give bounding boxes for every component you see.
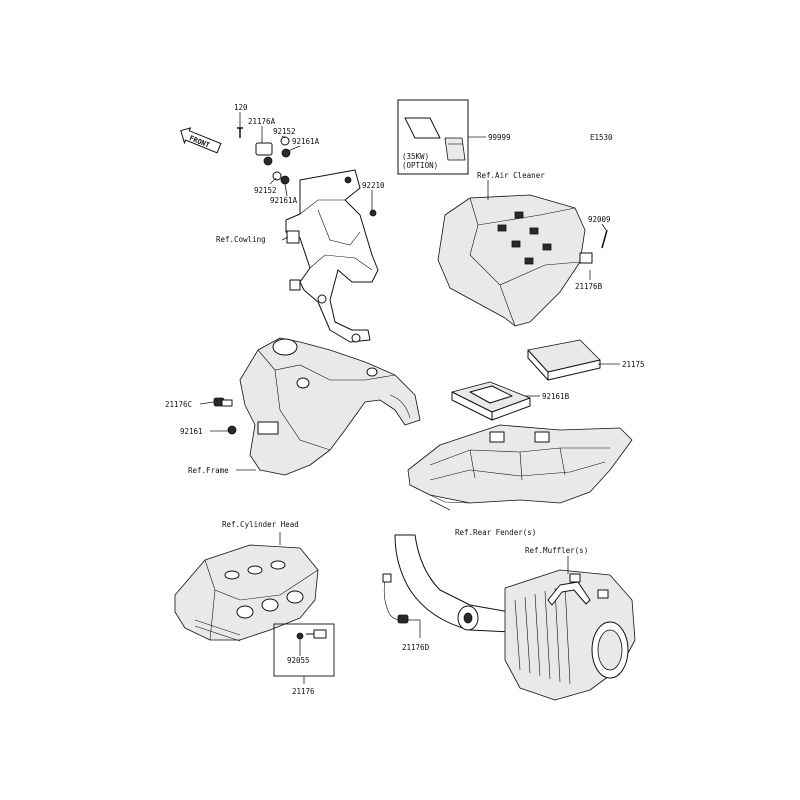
label-ref-cowling: Ref.Cowling [216,235,266,244]
grommet-92152-upper [280,136,290,146]
label-92210: 92210 [362,181,385,190]
sensor-21176C [213,397,233,407]
bolt-120 [237,127,243,138]
sensor-21176A [255,142,273,166]
clip-92210 [369,209,377,217]
label-92009: 92009 [588,215,611,224]
grommet-92152-lower [272,171,282,181]
label-92161: 92161 [180,427,203,436]
label-21176D: 21176D [402,643,430,652]
parts-box-21176 [273,623,335,677]
cowling-bracket [285,169,379,343]
diagram-code: E1530 [590,133,613,142]
label-92152-lower: 92152 [254,186,277,195]
label-92152-upper: 92152 [273,127,296,136]
exhaust-pipe [394,534,513,633]
o2-sensor-21176D [382,573,409,624]
label-21176: 21176 [292,687,315,696]
label-92055: 92055 [287,656,310,665]
air-cleaner-ref [437,194,593,327]
collar-92161A-lower [280,175,290,185]
label-21176B: 21176B [575,282,603,291]
label-ref-cylinder-head: Ref.Cylinder Head [222,520,299,529]
label-92161A-lower: 92161A [270,196,298,205]
collar-92161 [227,425,237,435]
label-120: 120 [234,103,248,112]
label-ref-muffler: Ref.Muffler(s) [525,546,588,555]
label-21175: 21175 [622,360,645,369]
label-92161A-upper: 92161A [292,137,320,146]
label-ref-frame: Ref.Frame [188,466,229,475]
ecu-case-92161B [451,381,531,421]
cylinder-head-ref [174,544,319,642]
label-ref-rear-fender: Ref.Rear Fender(s) [455,528,536,537]
label-ref-air-cleaner: Ref.Air Cleaner [477,171,545,180]
label-option: (OPTION) [402,161,438,170]
label-option-35kw: (35KW) [402,152,429,161]
bolt-92009 [601,229,608,249]
front-badge-text: FRONT [188,134,211,149]
rear-fender-ref [407,424,633,504]
muffler-ref [504,569,636,701]
label-92161B: 92161B [542,392,570,401]
frame-ref [239,337,421,476]
front-arrow-icon: FRONT [180,127,222,154]
label-99999: 99999 [488,133,511,142]
label-21176C: 21176C [165,400,192,409]
ecu-21175 [527,339,601,381]
collar-92161A-upper [281,148,291,158]
label-21176A: 21176A [248,117,276,126]
